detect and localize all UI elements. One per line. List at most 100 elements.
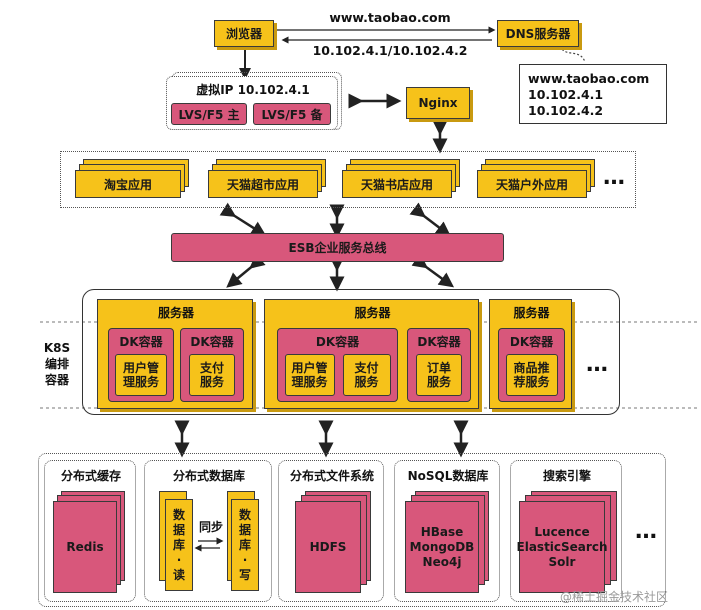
dns-callout-line bbox=[559, 45, 586, 63]
storage-cache: 分布式缓存 Redis bbox=[44, 460, 136, 602]
recommendation-service: 商品推 荐服务 bbox=[505, 354, 558, 396]
storage-search: 搜索引擎 Lucence ElasticSearch Solr bbox=[510, 460, 622, 602]
db-char: 写 bbox=[238, 567, 251, 582]
db-char: 据 bbox=[172, 522, 185, 537]
payment-service: 支付 服务 bbox=[342, 354, 391, 396]
vip-group: 虚拟IP 10.102.4.1 LVS/F5 主 LVS/F5 备 bbox=[166, 76, 338, 130]
redis-node: Redis bbox=[53, 501, 117, 593]
app-tmall-outdoor: 天猫户外应用 bbox=[477, 170, 587, 198]
user-service: 用户管 理服务 bbox=[115, 354, 167, 396]
docker-container: DK容器 订单 服务 bbox=[407, 328, 471, 402]
dns-record-domain: www.taobao.com bbox=[528, 71, 650, 86]
service-line: 理服务 bbox=[122, 375, 159, 389]
storage-title: NoSQL数据库 bbox=[407, 468, 489, 483]
server-1: 服务器 DK容器 用户管 理服务 DK容器 支付 服务 bbox=[97, 299, 253, 409]
service-line: 荐服务 bbox=[513, 375, 550, 389]
server-3: 服务器 DK容器 商品推 荐服务 bbox=[489, 299, 572, 409]
search-node: Lucence ElasticSearch Solr bbox=[517, 501, 607, 593]
db-char: 库 bbox=[172, 537, 185, 552]
k8s-cluster bbox=[82, 289, 620, 415]
dns-server-node: DNS服务器 bbox=[497, 20, 579, 47]
k8s-label-line3: 容器 bbox=[44, 373, 69, 387]
order-service: 订单 服务 bbox=[416, 354, 462, 396]
payment-service: 支付 服务 bbox=[189, 354, 235, 396]
dns-record-ip2: 10.102.4.2 bbox=[528, 103, 604, 118]
apps-esb-arrow-right bbox=[409, 202, 451, 237]
storage-database: 分布式数据库 数 据 库 · 读 同步 数 据 库 · 写 bbox=[144, 460, 272, 602]
nosql-item: Neo4j bbox=[422, 554, 462, 569]
app-layer bbox=[60, 151, 636, 208]
server-label: 服务器 bbox=[157, 305, 194, 320]
db-char: 读 bbox=[172, 567, 185, 582]
storage-filesystem: 分布式文件系统 HDFS bbox=[278, 460, 384, 602]
dns-record-ip1: 10.102.4.1 bbox=[528, 87, 604, 102]
app-tmall-supermarket: 天猫超市应用 bbox=[208, 170, 318, 198]
browser-node: 浏览器 bbox=[214, 20, 274, 47]
k8s-label-line1: K8S bbox=[43, 341, 71, 355]
app-taobao: 淘宝应用 bbox=[75, 170, 181, 198]
search-item: Lucence bbox=[534, 524, 590, 539]
db-char: 库 bbox=[238, 537, 251, 552]
servers-more: … bbox=[586, 351, 608, 377]
ip-label: 10.102.4.1/10.102.4.2 bbox=[312, 42, 468, 58]
storage-nosql: NoSQL数据库 HBase MongoDB Neo4j bbox=[394, 460, 500, 602]
container-label: DK容器 bbox=[119, 335, 163, 349]
storage-title: 分布式数据库 bbox=[172, 468, 245, 483]
db-char: 数 bbox=[238, 507, 251, 522]
nginx-node: Nginx bbox=[406, 87, 470, 119]
service-line: 用户管 bbox=[291, 361, 328, 375]
storage-title: 分布式缓存 bbox=[60, 468, 121, 483]
domain-label: www.taobao.com bbox=[329, 9, 451, 25]
watermark: @稀土掘金技术社区 bbox=[560, 590, 669, 604]
service-group: 用户管 理服务 支付 服务 bbox=[284, 354, 391, 396]
container-label: DK容器 bbox=[315, 335, 360, 349]
hdfs-node: HDFS bbox=[295, 501, 361, 593]
storage-title: 分布式文件系统 bbox=[289, 468, 374, 483]
service-line: 服务 bbox=[426, 375, 451, 389]
nosql-item: MongoDB bbox=[409, 539, 475, 554]
service-line: 支付 bbox=[354, 361, 379, 375]
docker-container: DK容器 用户管 理服务 支付 服务 bbox=[277, 328, 398, 402]
esb-bus: ESB企业服务总线 bbox=[171, 233, 504, 262]
esb-k8s-arrow-left bbox=[226, 253, 266, 288]
dns-record-box: www.taobao.com 10.102.4.1 10.102.4.2 bbox=[519, 64, 667, 124]
storage-more: … bbox=[635, 518, 657, 544]
service-line: 服务 bbox=[354, 375, 379, 389]
esb-k8s-arrow-right bbox=[411, 253, 455, 288]
db-read-node: 数 据 库 · 读 bbox=[165, 499, 193, 591]
service-line: 商品推 bbox=[513, 361, 550, 375]
k8s-label-line2: 编排 bbox=[44, 357, 69, 371]
service-line: 订单 bbox=[426, 361, 451, 375]
k8s-label: K8S 编排 容器 bbox=[40, 338, 74, 390]
docker-container: DK容器 用户管 理服务 bbox=[108, 328, 174, 402]
lvs-master: LVS/F5 主 bbox=[171, 103, 247, 125]
search-item: Solr bbox=[548, 554, 576, 569]
apps-more: … bbox=[603, 164, 625, 190]
app-tmall-bookstore: 天猫书店应用 bbox=[342, 170, 452, 198]
sync-label: 同步 bbox=[198, 519, 223, 534]
nosql-item: HBase bbox=[420, 524, 464, 539]
apps-esb-arrow-left bbox=[219, 202, 267, 237]
user-service: 用户管 理服务 bbox=[284, 354, 335, 396]
db-char: 数 bbox=[172, 507, 185, 522]
service-line: 理服务 bbox=[291, 375, 328, 389]
container-label: DK容器 bbox=[417, 335, 461, 349]
server-label: 服务器 bbox=[513, 305, 550, 320]
vip-label: 虚拟IP 10.102.4.1 bbox=[196, 82, 310, 97]
container-label: DK容器 bbox=[509, 335, 554, 349]
storage-title: 搜索引擎 bbox=[542, 468, 591, 483]
nosql-node: HBase MongoDB Neo4j bbox=[405, 501, 479, 593]
db-char: 据 bbox=[238, 522, 251, 537]
db-char: · bbox=[176, 552, 182, 567]
service-line: 用户管 bbox=[122, 361, 159, 375]
server-2: 服务器 DK容器 用户管 理服务 支付 服务 DK容器 订单 服务 bbox=[264, 299, 479, 409]
storage-layer bbox=[38, 453, 666, 607]
service-line: 支付 bbox=[199, 361, 224, 375]
docker-container: DK容器 支付 服务 bbox=[180, 328, 244, 402]
docker-container: DK容器 商品推 荐服务 bbox=[498, 328, 565, 402]
db-char: · bbox=[242, 552, 248, 567]
db-write-node: 数 据 库 · 写 bbox=[231, 499, 259, 591]
service-line: 服务 bbox=[199, 375, 224, 389]
container-label: DK容器 bbox=[190, 335, 234, 349]
server-label: 服务器 bbox=[354, 305, 391, 320]
